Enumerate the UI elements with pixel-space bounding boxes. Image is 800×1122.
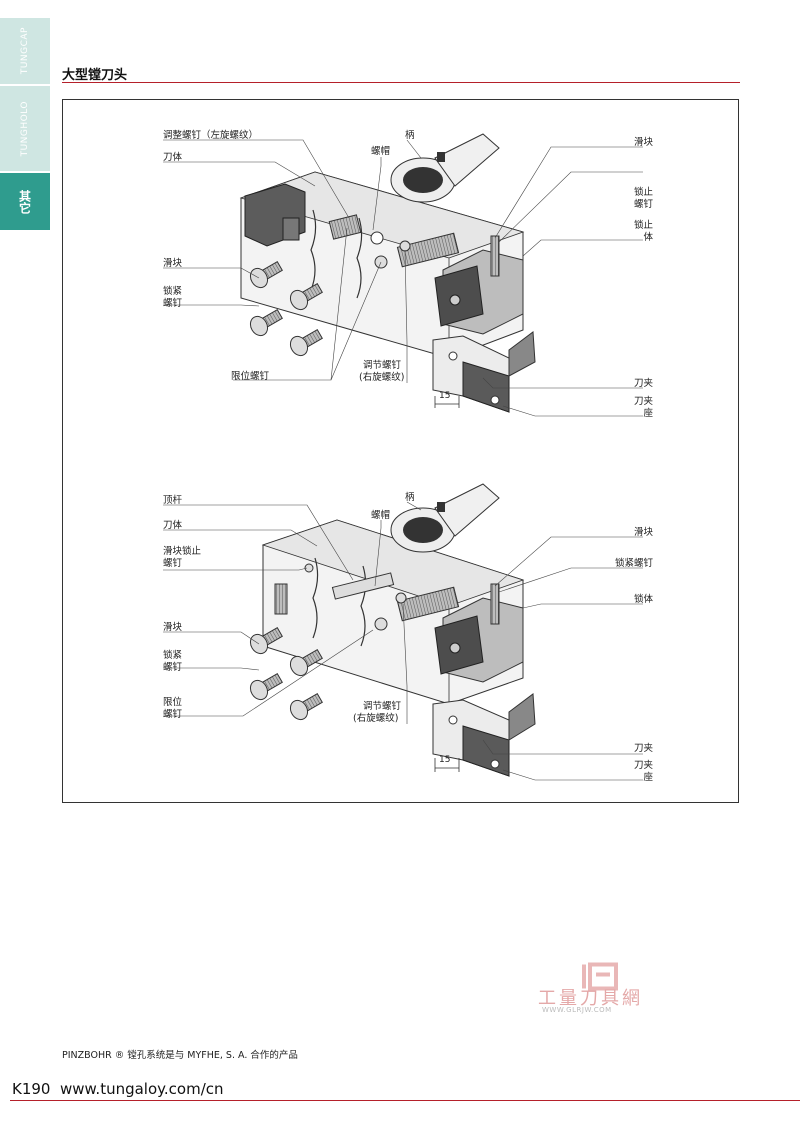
label-clamp-seat-2: 座 (643, 408, 653, 419)
label-slider-lock-2: 螺钉 (163, 558, 183, 569)
diagram-1-screws (249, 260, 323, 357)
label-lock-screw-right-2: 螺钉 (633, 199, 653, 210)
label-adjust-screw-right-2-2: (右旋螺纹) (353, 713, 399, 724)
label-clamp: 刀夹 (633, 378, 653, 389)
watermark-logo (582, 962, 618, 991)
page-number: K190 (12, 1080, 51, 1098)
label-lock-body: 锁体 (633, 594, 653, 605)
label-lock-body-1: 锁止 (633, 220, 653, 231)
watermark-url: WWW.GLRJW.COM (542, 1006, 612, 1014)
label-slider-left: 滑块 (163, 258, 183, 269)
label-clamp-seat-2-2: 座 (643, 772, 653, 783)
label-body-2: 刀体 (163, 520, 183, 531)
dimension-15-2: 15 (439, 755, 451, 765)
label-clamp-seat-2-1: 刀夹 (633, 760, 653, 771)
label-body: 刀体 (163, 152, 183, 163)
label-slider-left-2: 滑块 (163, 622, 183, 633)
label-limit-screw: 限位螺钉 (231, 371, 270, 382)
diagram-1-leaders (163, 139, 643, 417)
boring-head-diagrams (163, 133, 643, 781)
side-tab-others[interactable]: 其它 (0, 173, 50, 230)
label-shank: 柄 (405, 130, 415, 141)
label-clamp-seat-1: 刀夹 (633, 396, 653, 407)
label-slider-right: 滑块 (633, 137, 653, 148)
diagram-1-assembly (239, 133, 536, 413)
label-shank-2: 柄 (405, 492, 415, 503)
side-index: TUNGCAP TUNGHOLO 其它 (0, 18, 50, 230)
label-adjust-screw-right-1: 调节螺钉 (363, 360, 402, 371)
diagram-2-screws (249, 626, 323, 721)
watermark-text: 工量刀具網 (538, 988, 643, 1009)
page-title: 大型镗刀头 (62, 68, 128, 83)
website-link[interactable]: www.tungaloy.com/cn (60, 1080, 224, 1098)
dimension-15: 15 (439, 391, 451, 401)
label-nut: 螺帽 (371, 146, 391, 157)
diagram-2-leaders (163, 501, 643, 781)
label-ejector: 顶杆 (163, 495, 183, 506)
label-clamp-2: 刀夹 (633, 743, 653, 754)
label-clamp-screw-2-2: 螺钉 (163, 662, 183, 673)
label-limit-1: 限位 (163, 697, 183, 708)
label-lock-screw-right-1: 锁止 (633, 187, 653, 198)
diagram-2-assembly (261, 483, 536, 777)
label-clamp-screw-2: 螺钉 (163, 298, 183, 309)
label-clamp-screw-2-1: 锁紧 (163, 650, 183, 661)
label-adjust-screw-right-2: (右旋螺纹) (359, 372, 405, 383)
side-tab-tungcap[interactable]: TUNGCAP (0, 18, 50, 84)
footnote: PINZBOHR ® 镗孔系统是与 MYFHE, S. A. 合作的产品 (62, 1050, 298, 1061)
label-adjust-screw-left: 调整螺钉（左旋螺纹） (163, 130, 259, 141)
side-tab-tungholo[interactable]: TUNGHOLO (0, 86, 50, 171)
diagram-frame: 调整螺钉（左旋螺纹） 刀体 螺帽 柄 滑块 锁止 螺钉 锁止 体 滑块 锁紧 螺… (62, 99, 739, 803)
title-divider (62, 82, 740, 83)
label-nut-2: 螺帽 (371, 510, 391, 521)
label-adjust-screw-right-2-1: 调节螺钉 (363, 701, 402, 712)
label-slider-right-2: 滑块 (633, 527, 653, 538)
label-limit-2: 螺钉 (163, 709, 183, 720)
label-clamp-screw-right: 锁紧螺钉 (614, 558, 653, 569)
label-slider-lock-1: 滑块锁止 (163, 546, 202, 557)
label-clamp-screw-1: 锁紧 (163, 286, 183, 297)
label-lock-body-2: 体 (643, 232, 653, 243)
footer-divider (10, 1100, 800, 1101)
